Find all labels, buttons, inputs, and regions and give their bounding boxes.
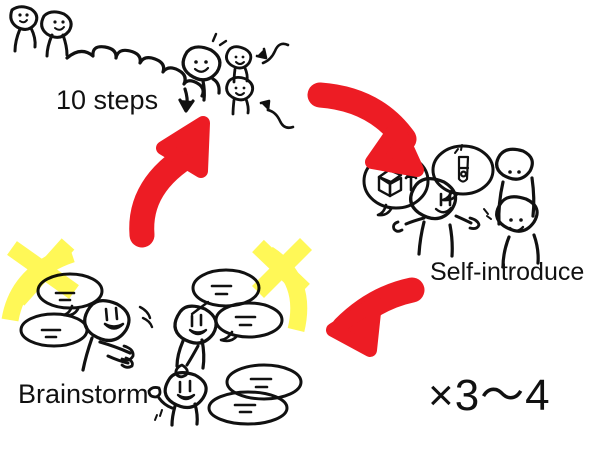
walking-path-arc [65, 45, 205, 113]
stick-figure-listener-lower [495, 195, 540, 269]
label-self-introduce: Self-introduce [430, 258, 585, 286]
label-brainstorm: Brainstorm [18, 379, 149, 409]
label-repeat-count: ×3〜4 [428, 371, 551, 420]
join-arrow-lower [259, 99, 295, 130]
test-tube-icon [457, 155, 470, 183]
stick-figure-brainstorm-bottom [147, 371, 208, 427]
arrow-walk-to-selfintroduce [307, 82, 424, 177]
cube-icon [377, 168, 403, 198]
stick-figure-self-introducer [392, 177, 492, 258]
arrow-selfintroduce-to-brainstorm [326, 277, 425, 357]
stick-figure-arrived-main [181, 32, 228, 102]
stick-figure-brainstorm-left [81, 299, 154, 372]
stick-figure-arrived-3 [225, 76, 255, 116]
speech-bubble-bottom-upper [225, 363, 303, 401]
stick-figure-standing-2 [40, 10, 73, 58]
stick-figure-brainstorm-center [173, 304, 218, 379]
yellow-cross-right-b [251, 237, 313, 299]
arrow-brainstorm-to-walk [129, 116, 210, 248]
yellow-cross-left-b [11, 238, 75, 306]
label-10-steps: 10 steps [56, 85, 159, 115]
speech-bubble-bottom-lower [207, 390, 289, 426]
stick-figure-standing-1 [9, 5, 39, 53]
join-arrow-upper [255, 42, 290, 65]
stick-figure-arrived-2 [225, 45, 253, 84]
